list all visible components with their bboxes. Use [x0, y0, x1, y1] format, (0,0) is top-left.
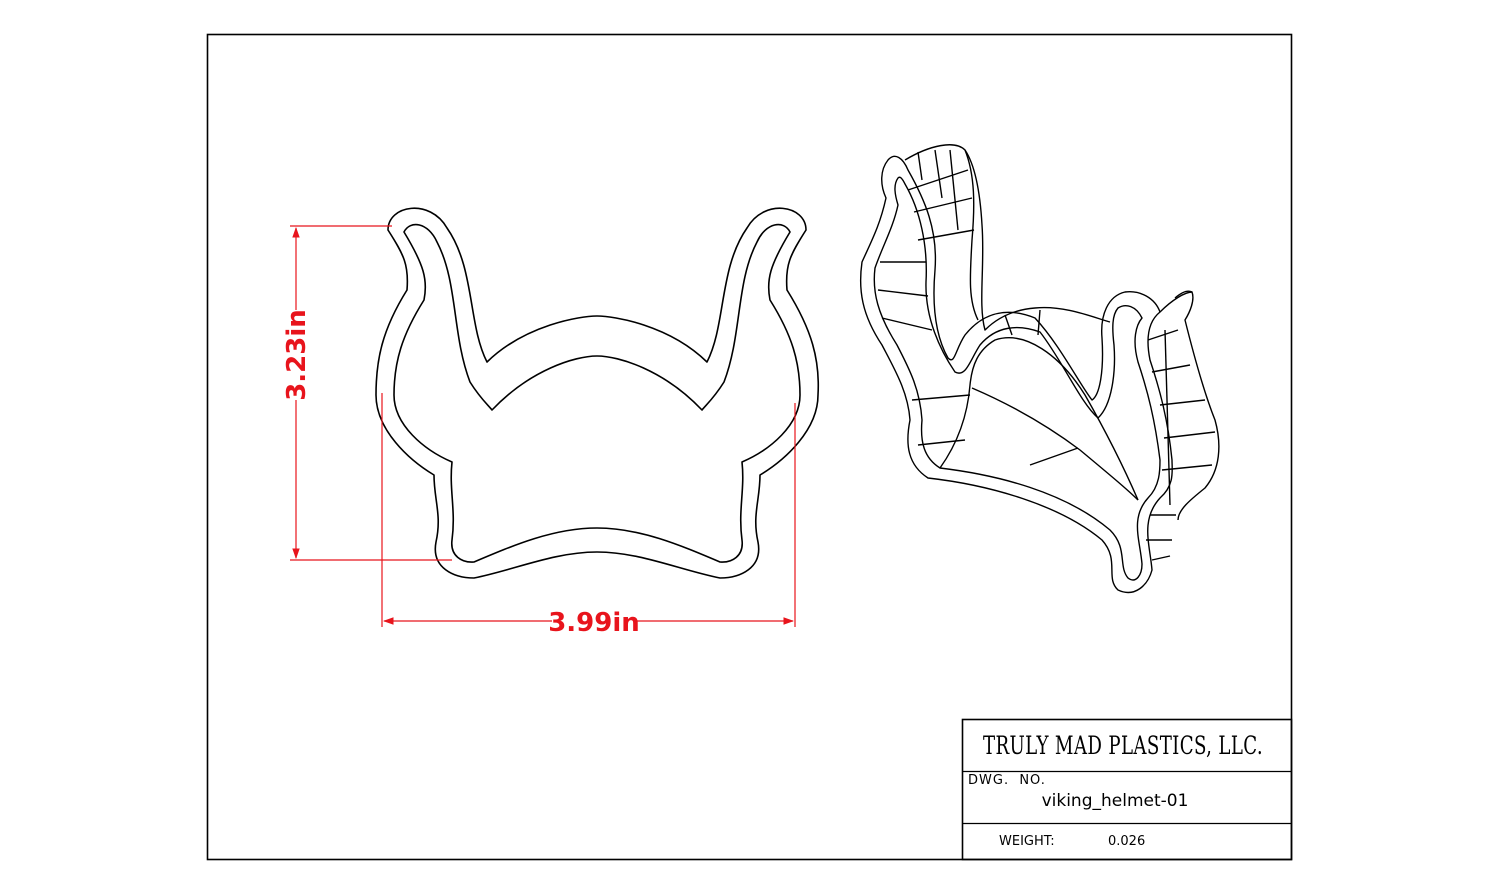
title-block: TRULY MAD PLASTICS, LLC. DWG. NO. viking… — [961, 718, 1293, 861]
front-view — [375, 207, 820, 579]
isometric-segment-line — [917, 151, 923, 181]
isometric-segment-line — [913, 197, 973, 213]
isometric-segment-line — [1151, 364, 1191, 373]
drawing-border — [206, 33, 1293, 861]
isometric-segment-line — [949, 149, 959, 231]
isometric-back-wall-top — [904, 144, 1111, 331]
isometric-segment-line — [1151, 555, 1171, 561]
isometric-segment-line — [1163, 431, 1216, 439]
company-name: TRULY MAD PLASTICS, LLC. — [983, 731, 1263, 760]
drawing-number: viking_helmet-01 — [1042, 791, 1189, 811]
isometric-segment-line — [1004, 314, 1013, 336]
isometric-segment-line — [1037, 309, 1041, 336]
isometric-segment-line — [1147, 329, 1179, 341]
height-dimension-label: 3.23in — [282, 309, 312, 401]
isometric-right-back-edge-inner — [1174, 290, 1193, 299]
title-block-frame — [961, 718, 1293, 861]
isometric-segment-line — [917, 229, 975, 241]
isometric-segment-line — [917, 439, 966, 446]
width-dimension-label: 3.99in — [548, 608, 640, 638]
isometric-segment-line — [1029, 447, 1079, 466]
isometric-segment-line — [911, 394, 971, 401]
isometric-segment-line — [907, 169, 969, 191]
drawing-number-label: DWG. NO. — [968, 773, 1046, 788]
front-view-inner-outline — [393, 223, 801, 563]
isometric-segment-line — [877, 289, 929, 297]
height-dimension: 3.23in — [282, 225, 452, 561]
isometric-segment-line — [1161, 464, 1213, 471]
isometric-outer-rim — [859, 155, 1173, 594]
isometric-segment-line — [934, 149, 943, 199]
isometric-inner-wall-bottom — [939, 337, 1139, 501]
isometric-segment-line — [881, 317, 933, 331]
front-view-outer-outline — [375, 207, 820, 579]
isometric-view — [859, 144, 1220, 594]
width-dimension: 3.99in — [381, 393, 796, 638]
isometric-back-horn-edge — [964, 149, 979, 321]
weight-value: 0.026 — [1108, 834, 1145, 849]
isometric-segment-line — [1164, 329, 1171, 506]
weight-label: WEIGHT: — [999, 834, 1055, 849]
isometric-inner-rim — [873, 176, 1161, 581]
isometric-inner-wall-curve — [971, 387, 1139, 501]
